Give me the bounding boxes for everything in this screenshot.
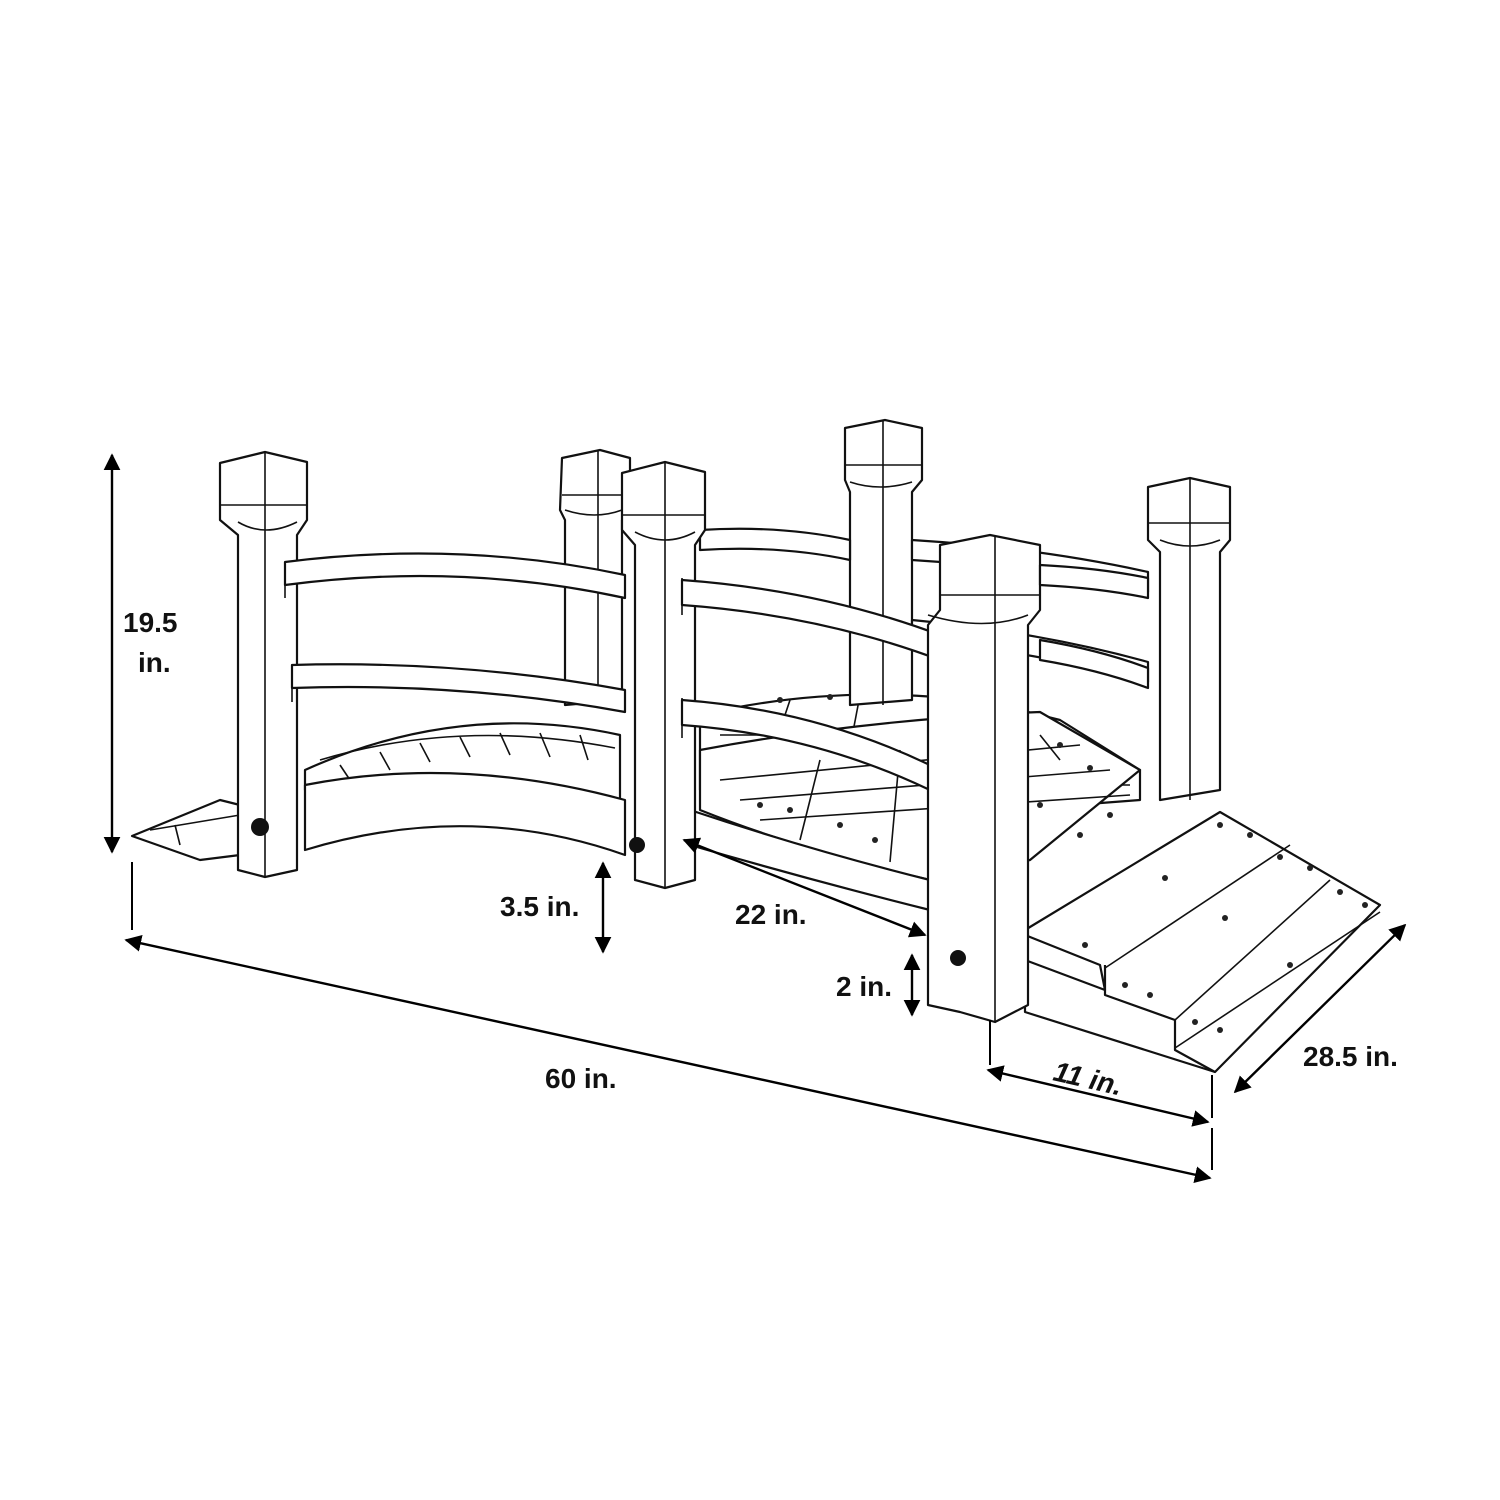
dimension-lines [103,453,1407,1183]
width-arrow [1233,923,1407,1094]
right-ramp-deck [1023,810,1382,1074]
left-lower-beam [303,771,627,857]
back-post-2 [843,418,924,707]
length-arrow [124,935,1212,1183]
width-label: 28.5 in. [1303,1041,1398,1072]
rail-gap-label: 3.5 in. [500,891,579,922]
post-offset-label: 2 in. [836,971,892,1002]
inner-width-arrow [682,837,927,938]
height-label-unit: in. [138,647,171,678]
garden-bridge-drawing [130,418,1382,1074]
length-label: 60 in. [545,1063,617,1094]
ramp-length-arrow [986,1065,1210,1127]
front-post-left [218,450,309,879]
inner-width-label: 22 in. [735,899,807,930]
back-post-3 [1146,476,1232,802]
height-label-value: 19.5 [123,607,178,638]
dimension-labels: 19.5 in. 60 in. 3.5 in. 22 in. 2 in. 11 … [123,607,1398,1101]
right-rails [1038,563,1150,690]
left-ramp [130,798,242,862]
front-post-right [926,533,1042,1024]
left-rails [283,552,627,714]
front-post-middle [620,460,707,890]
